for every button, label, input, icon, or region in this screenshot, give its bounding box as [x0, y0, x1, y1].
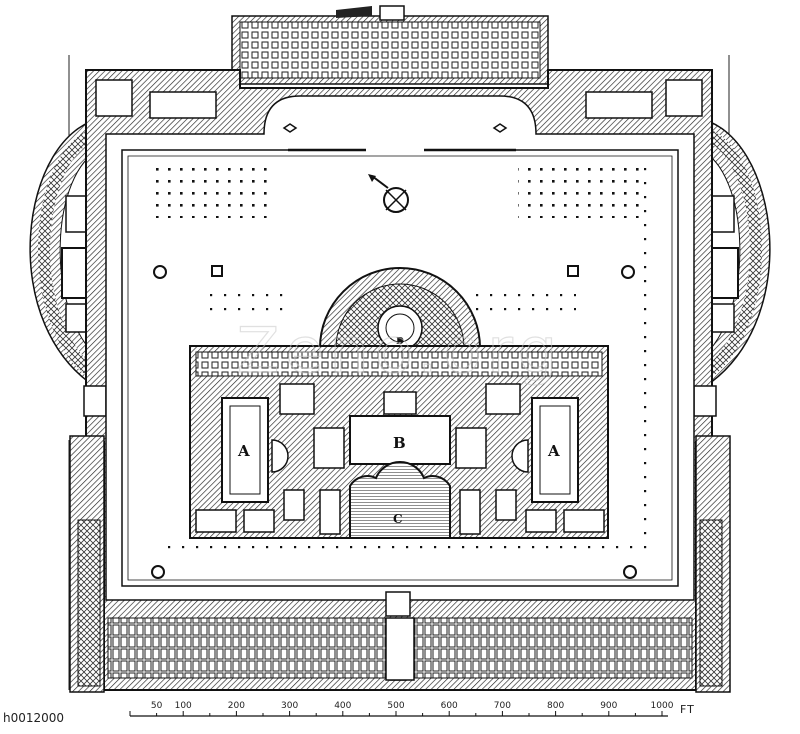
- scale-tick-label: 800: [547, 701, 564, 711]
- image-id: h0012000: [3, 711, 65, 725]
- scale-tick-label: 100: [175, 701, 192, 711]
- compass-icon: [368, 174, 409, 213]
- scale-unit: FT: [680, 703, 695, 716]
- scale-tick-label: 900: [600, 701, 617, 711]
- label-a-left: A: [237, 442, 250, 460]
- scale-tick-label: 300: [281, 701, 298, 711]
- label-d: D: [396, 337, 404, 347]
- scale-tick-label: 1000: [651, 701, 674, 711]
- plan-labels: A A B C D: [237, 337, 560, 526]
- bath-block: [189, 267, 609, 539]
- scale-tick-label: 50: [151, 701, 163, 711]
- label-c: C: [393, 512, 403, 526]
- label-a-right: A: [547, 442, 560, 460]
- scale-tick-label: 200: [228, 701, 245, 711]
- label-b: B: [393, 434, 406, 452]
- scale-tick-label: 600: [441, 701, 458, 711]
- watermark: Zeno.org: [237, 314, 563, 387]
- scale-tick-label: 500: [387, 701, 404, 711]
- scale-bar: 50 100 200 300 400 500 600 700 800 900 1000 FT: [129, 701, 695, 717]
- cistern-block: [231, 5, 549, 85]
- scale-tick-label: 400: [334, 701, 351, 711]
- scale-tick-label: 700: [494, 701, 511, 711]
